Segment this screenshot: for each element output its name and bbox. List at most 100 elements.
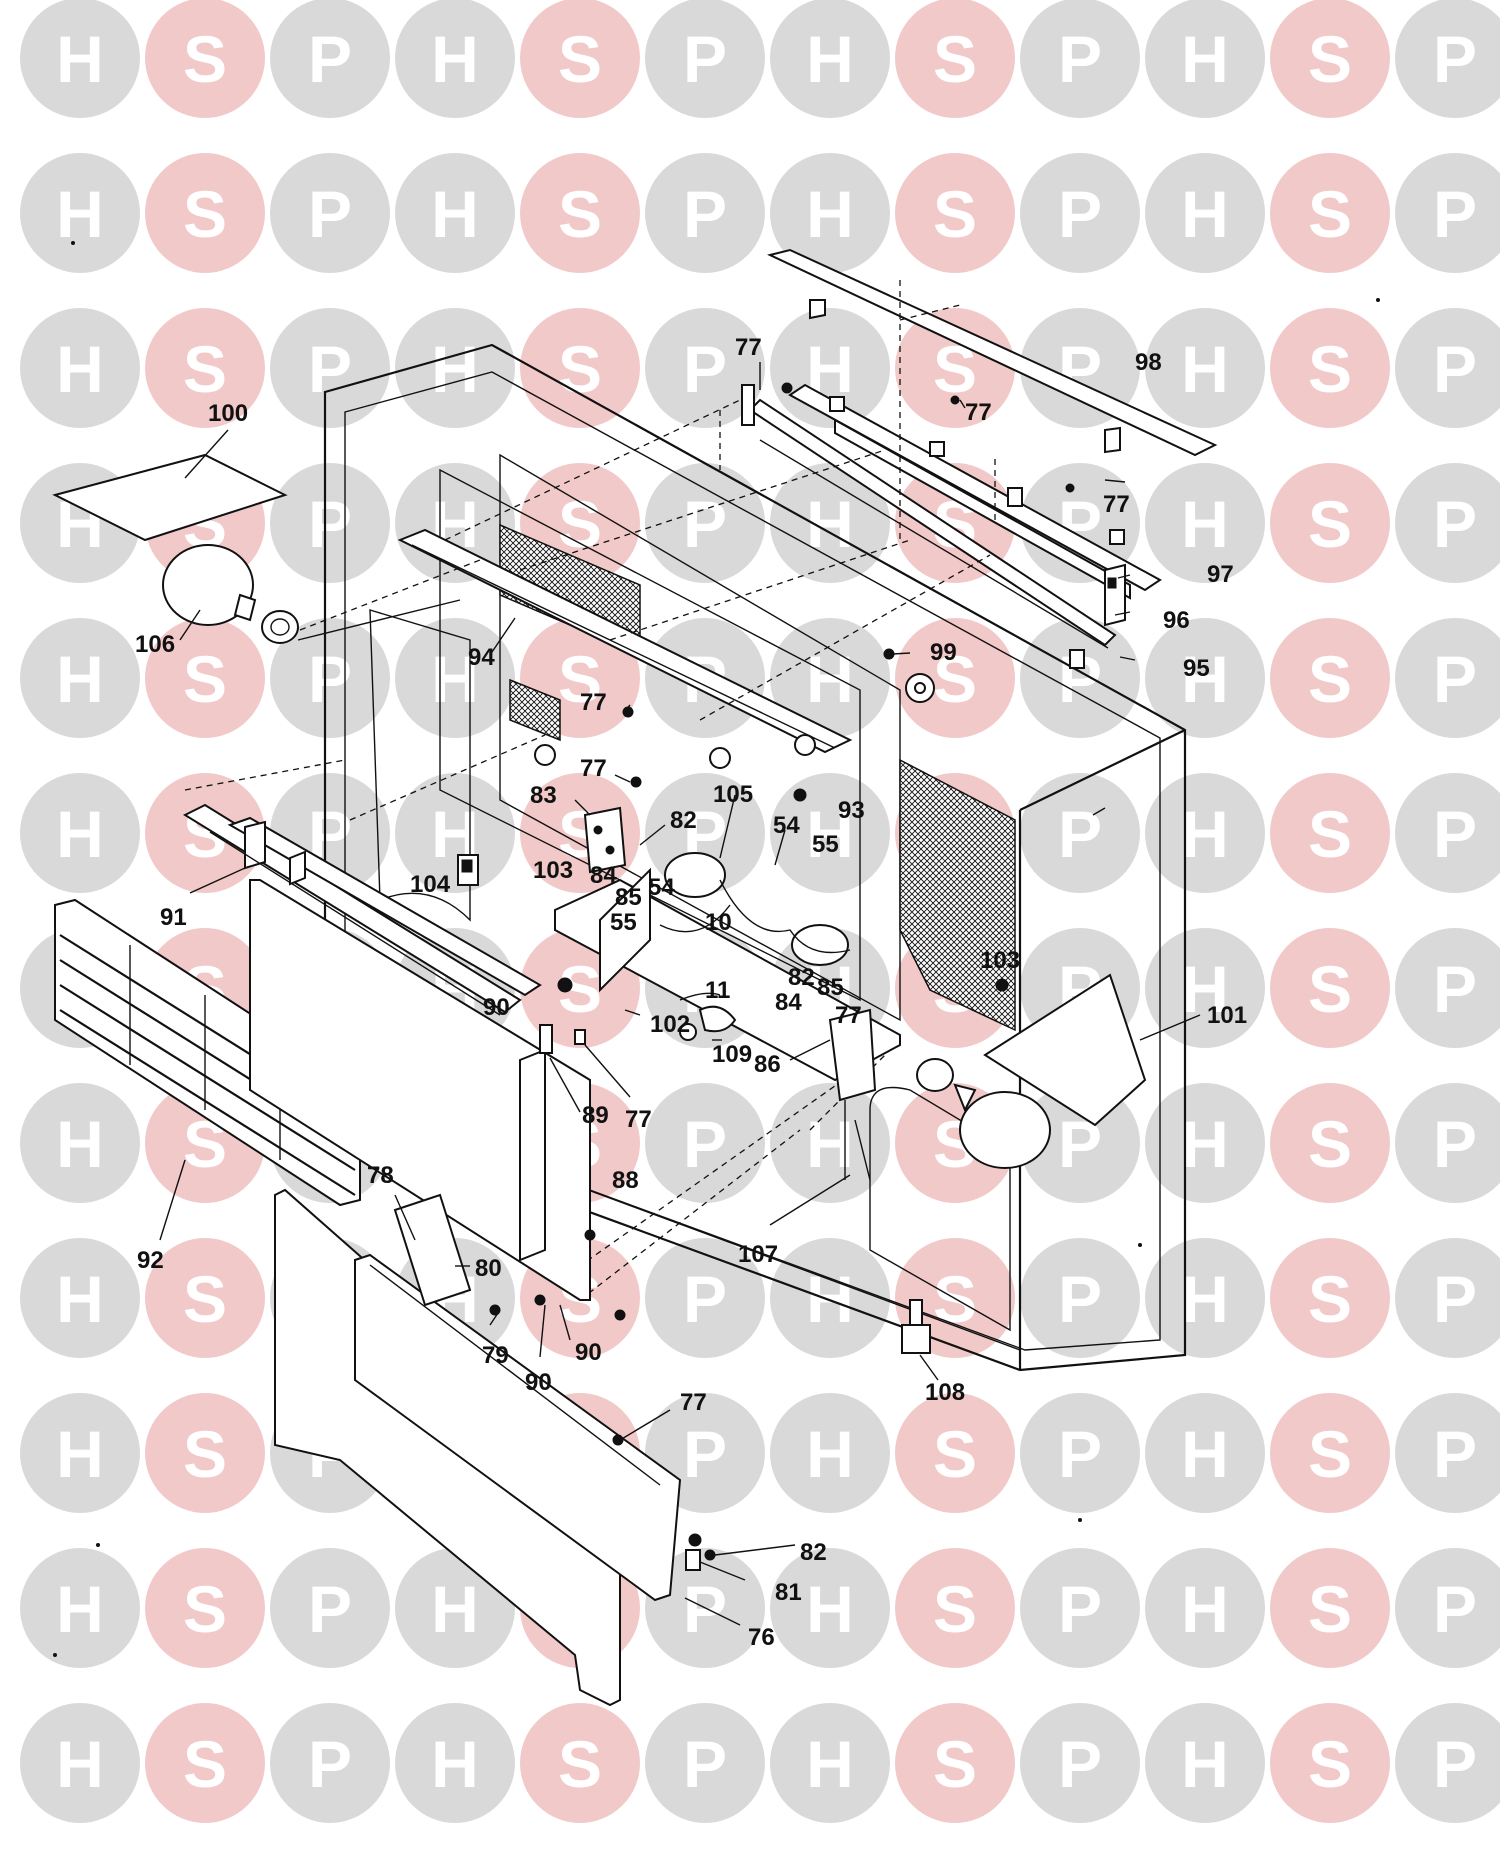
svg-text:H: H (431, 22, 479, 96)
svg-text:P: P (308, 22, 352, 96)
svg-text:P: P (683, 332, 727, 406)
watermark-p-circle: P (1020, 1238, 1140, 1358)
svg-text:P: P (1433, 177, 1477, 251)
watermark-h-circle: H (1145, 1238, 1265, 1358)
watermark-s-circle: S (895, 0, 1015, 118)
watermark-s-circle: S (1270, 0, 1390, 118)
watermark-h-circle: H (20, 308, 140, 428)
watermark-h-circle: H (395, 773, 515, 893)
svg-text:H: H (1181, 332, 1229, 406)
watermark-s-circle: S (895, 1393, 1015, 1513)
bulb-right (916, 1058, 1051, 1169)
callout-89: 89 (582, 1102, 609, 1129)
svg-text:S: S (1308, 1107, 1352, 1181)
svg-text:H: H (431, 1727, 479, 1801)
callout-55: 55 (610, 909, 637, 936)
callout-55: 55 (812, 831, 839, 858)
watermark-h-circle: H (770, 1393, 890, 1513)
svg-text:H: H (1181, 952, 1229, 1026)
watermark-h-circle: H (770, 0, 890, 118)
watermark-h-circle: H (20, 1238, 140, 1358)
watermark-s-circle: S (145, 1703, 265, 1823)
watermark-h-circle: H (1145, 463, 1265, 583)
svg-text:S: S (933, 1417, 977, 1491)
svg-text:H: H (1181, 1417, 1229, 1491)
svg-text:H: H (56, 642, 104, 716)
svg-text:H: H (806, 642, 854, 716)
callout-85: 85 (817, 974, 844, 1001)
watermark-h-circle: H (20, 0, 140, 118)
hardware-screws (489, 382, 1085, 1571)
callout-77: 77 (580, 755, 607, 782)
bracket-86 (828, 1008, 877, 1181)
watermark-h-circle: H (1145, 0, 1265, 118)
watermark-p-circle: P (645, 1083, 765, 1203)
stray-dots (53, 241, 1380, 1657)
watermark-p-circle: P (1020, 153, 1140, 273)
watermark-s-circle: S (1270, 618, 1390, 738)
watermark-p-circle: P (1395, 0, 1500, 118)
svg-text:P: P (683, 1262, 727, 1336)
svg-text:P: P (308, 1727, 352, 1801)
svg-text:H: H (1181, 797, 1229, 871)
callout-108: 108 (925, 1379, 965, 1406)
callout-11: 11 (705, 977, 730, 1004)
svg-text:P: P (1433, 1727, 1477, 1801)
svg-text:S: S (933, 22, 977, 96)
svg-text:S: S (183, 177, 227, 251)
svg-text:S: S (558, 177, 602, 251)
svg-text:S: S (183, 1572, 227, 1646)
svg-text:S: S (183, 642, 227, 716)
svg-text:H: H (431, 332, 479, 406)
control-plate (554, 852, 901, 1082)
watermark-h-circle: H (20, 1393, 140, 1513)
watermark-s-circle: S (145, 153, 265, 273)
callout-90: 90 (575, 1339, 602, 1366)
callout-99: 99 (930, 639, 957, 666)
watermark-h-circle: H (395, 308, 515, 428)
svg-text:S: S (1308, 177, 1352, 251)
callout-92: 92 (137, 1247, 164, 1274)
callout-97: 97 (1207, 561, 1234, 588)
watermark-s-circle: S (1270, 1083, 1390, 1203)
callout-102: 102 (650, 1011, 690, 1038)
watermark-p-circle: P (270, 1703, 390, 1823)
svg-text:H: H (1181, 177, 1229, 251)
switch-104 (457, 854, 479, 886)
bulb-106 (162, 544, 461, 644)
watermark-h-circle: H (20, 1548, 140, 1668)
watermark-p-circle: P (1395, 1703, 1500, 1823)
svg-text:S: S (1308, 1262, 1352, 1336)
watermark-p-circle: P (1395, 1548, 1500, 1668)
watermark-h-circle: H (395, 0, 515, 118)
svg-text:S: S (183, 1417, 227, 1491)
watermark-s-circle: S (145, 0, 265, 118)
watermark-h-circle: H (770, 1083, 890, 1203)
watermark-p-circle: P (645, 153, 765, 273)
svg-text:P: P (1058, 1262, 1102, 1336)
svg-text:P: P (1433, 797, 1477, 871)
svg-text:P: P (683, 487, 727, 561)
callout-83: 83 (530, 782, 557, 809)
watermark-s-circle: S (520, 308, 640, 428)
watermark-p-circle: P (1020, 1548, 1140, 1668)
svg-text:S: S (1308, 1417, 1352, 1491)
svg-text:H: H (56, 22, 104, 96)
callout-90: 90 (525, 1369, 552, 1396)
watermark-h-circle: H (770, 1548, 890, 1668)
watermark-h-circle: H (1145, 928, 1265, 1048)
svg-text:P: P (683, 177, 727, 251)
watermark-h-circle: H (1145, 773, 1265, 893)
watermark-s-circle: S (895, 153, 1015, 273)
svg-text:S: S (1308, 1572, 1352, 1646)
svg-text:P: P (1433, 332, 1477, 406)
watermark-h-circle: H (1145, 618, 1265, 738)
callout-84: 84 (590, 862, 617, 889)
callout-93: 93 (838, 797, 865, 824)
leader-lines (159, 362, 1201, 1626)
watermark-s-circle: S (1270, 463, 1390, 583)
top-strip-98 (767, 248, 1218, 457)
svg-text:H: H (56, 1727, 104, 1801)
